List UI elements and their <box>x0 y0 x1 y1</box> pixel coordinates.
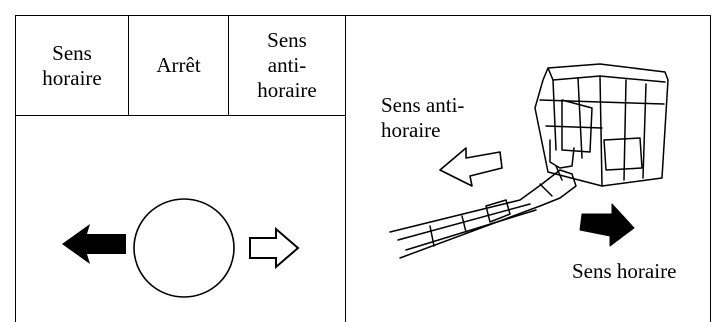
table-top-border <box>15 15 711 16</box>
header-col-divider-1 <box>128 15 129 115</box>
filled-left-arrow-icon <box>62 224 126 264</box>
label-counterclockwise: Sens anti- horaire <box>381 93 465 142</box>
header-stop: Arrêt <box>156 53 201 77</box>
mixer-drive-unit-drawing <box>389 63 669 259</box>
header-col-divider-2 <box>228 15 229 115</box>
table-right-border <box>710 15 711 322</box>
outline-right-arrow-icon <box>249 226 300 270</box>
table-middle-divider <box>345 15 346 322</box>
label-clockwise: Sens horaire <box>572 259 677 283</box>
dial-circle-icon <box>133 198 235 298</box>
header-counterclockwise: Sens anti- horaire <box>257 28 317 102</box>
header-clockwise: Sens horaire <box>42 40 102 90</box>
table-left-border <box>15 15 16 322</box>
header-bottom-border <box>15 115 345 116</box>
